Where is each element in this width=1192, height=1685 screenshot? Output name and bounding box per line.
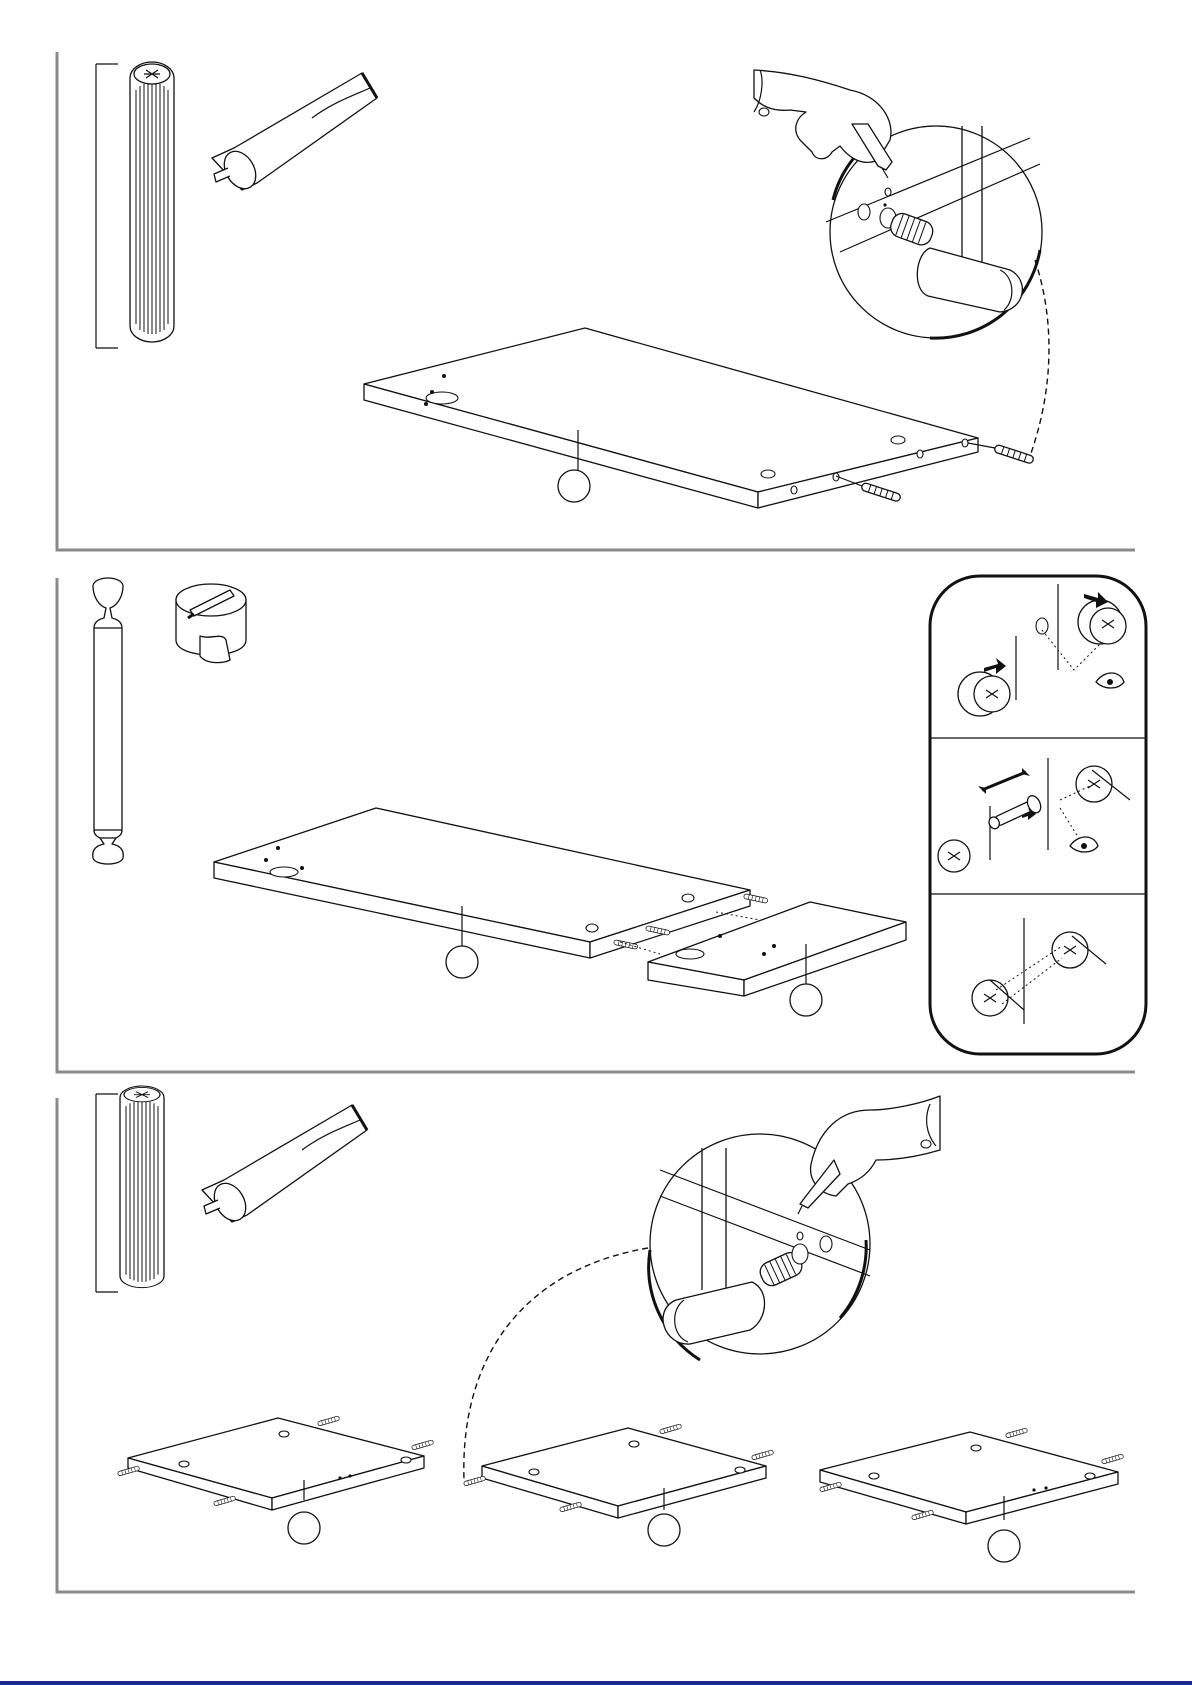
shelf-board-panel-1 (117, 1416, 433, 1544)
step-2 (93, 576, 1146, 1054)
cam-bolt-icon (93, 578, 123, 864)
cam-lock-instruction-panel (930, 576, 1146, 1054)
cam-lock-icon (176, 584, 246, 663)
part-callout-circle (446, 946, 478, 978)
hand-with-glue-icon (798, 1096, 940, 1214)
long-board-panel (214, 808, 750, 958)
wooden-dowel-icon (130, 62, 174, 342)
dowel-pin-icon (861, 482, 902, 502)
detail-leader-line (1030, 260, 1049, 456)
step-3 (96, 1086, 1124, 1562)
part-callout-circle (558, 470, 590, 502)
hand-with-glue-icon (754, 70, 892, 178)
dowel-pin-icon (994, 444, 1035, 464)
wooden-dowel-icon (120, 1086, 164, 1288)
glue-tube-icon (212, 73, 377, 194)
long-board-panel (364, 328, 978, 508)
glue-tube-icon (202, 1105, 367, 1226)
footer-bar (0, 1681, 1192, 1685)
shelf-board-panel-2 (463, 1424, 773, 1546)
part-callout-circle (790, 984, 822, 1016)
dowel-length-dimension (96, 1094, 118, 1292)
shelf-board-panel-3 (819, 1428, 1123, 1562)
dowel-length-dimension (96, 64, 118, 348)
step-1 (96, 62, 1049, 508)
